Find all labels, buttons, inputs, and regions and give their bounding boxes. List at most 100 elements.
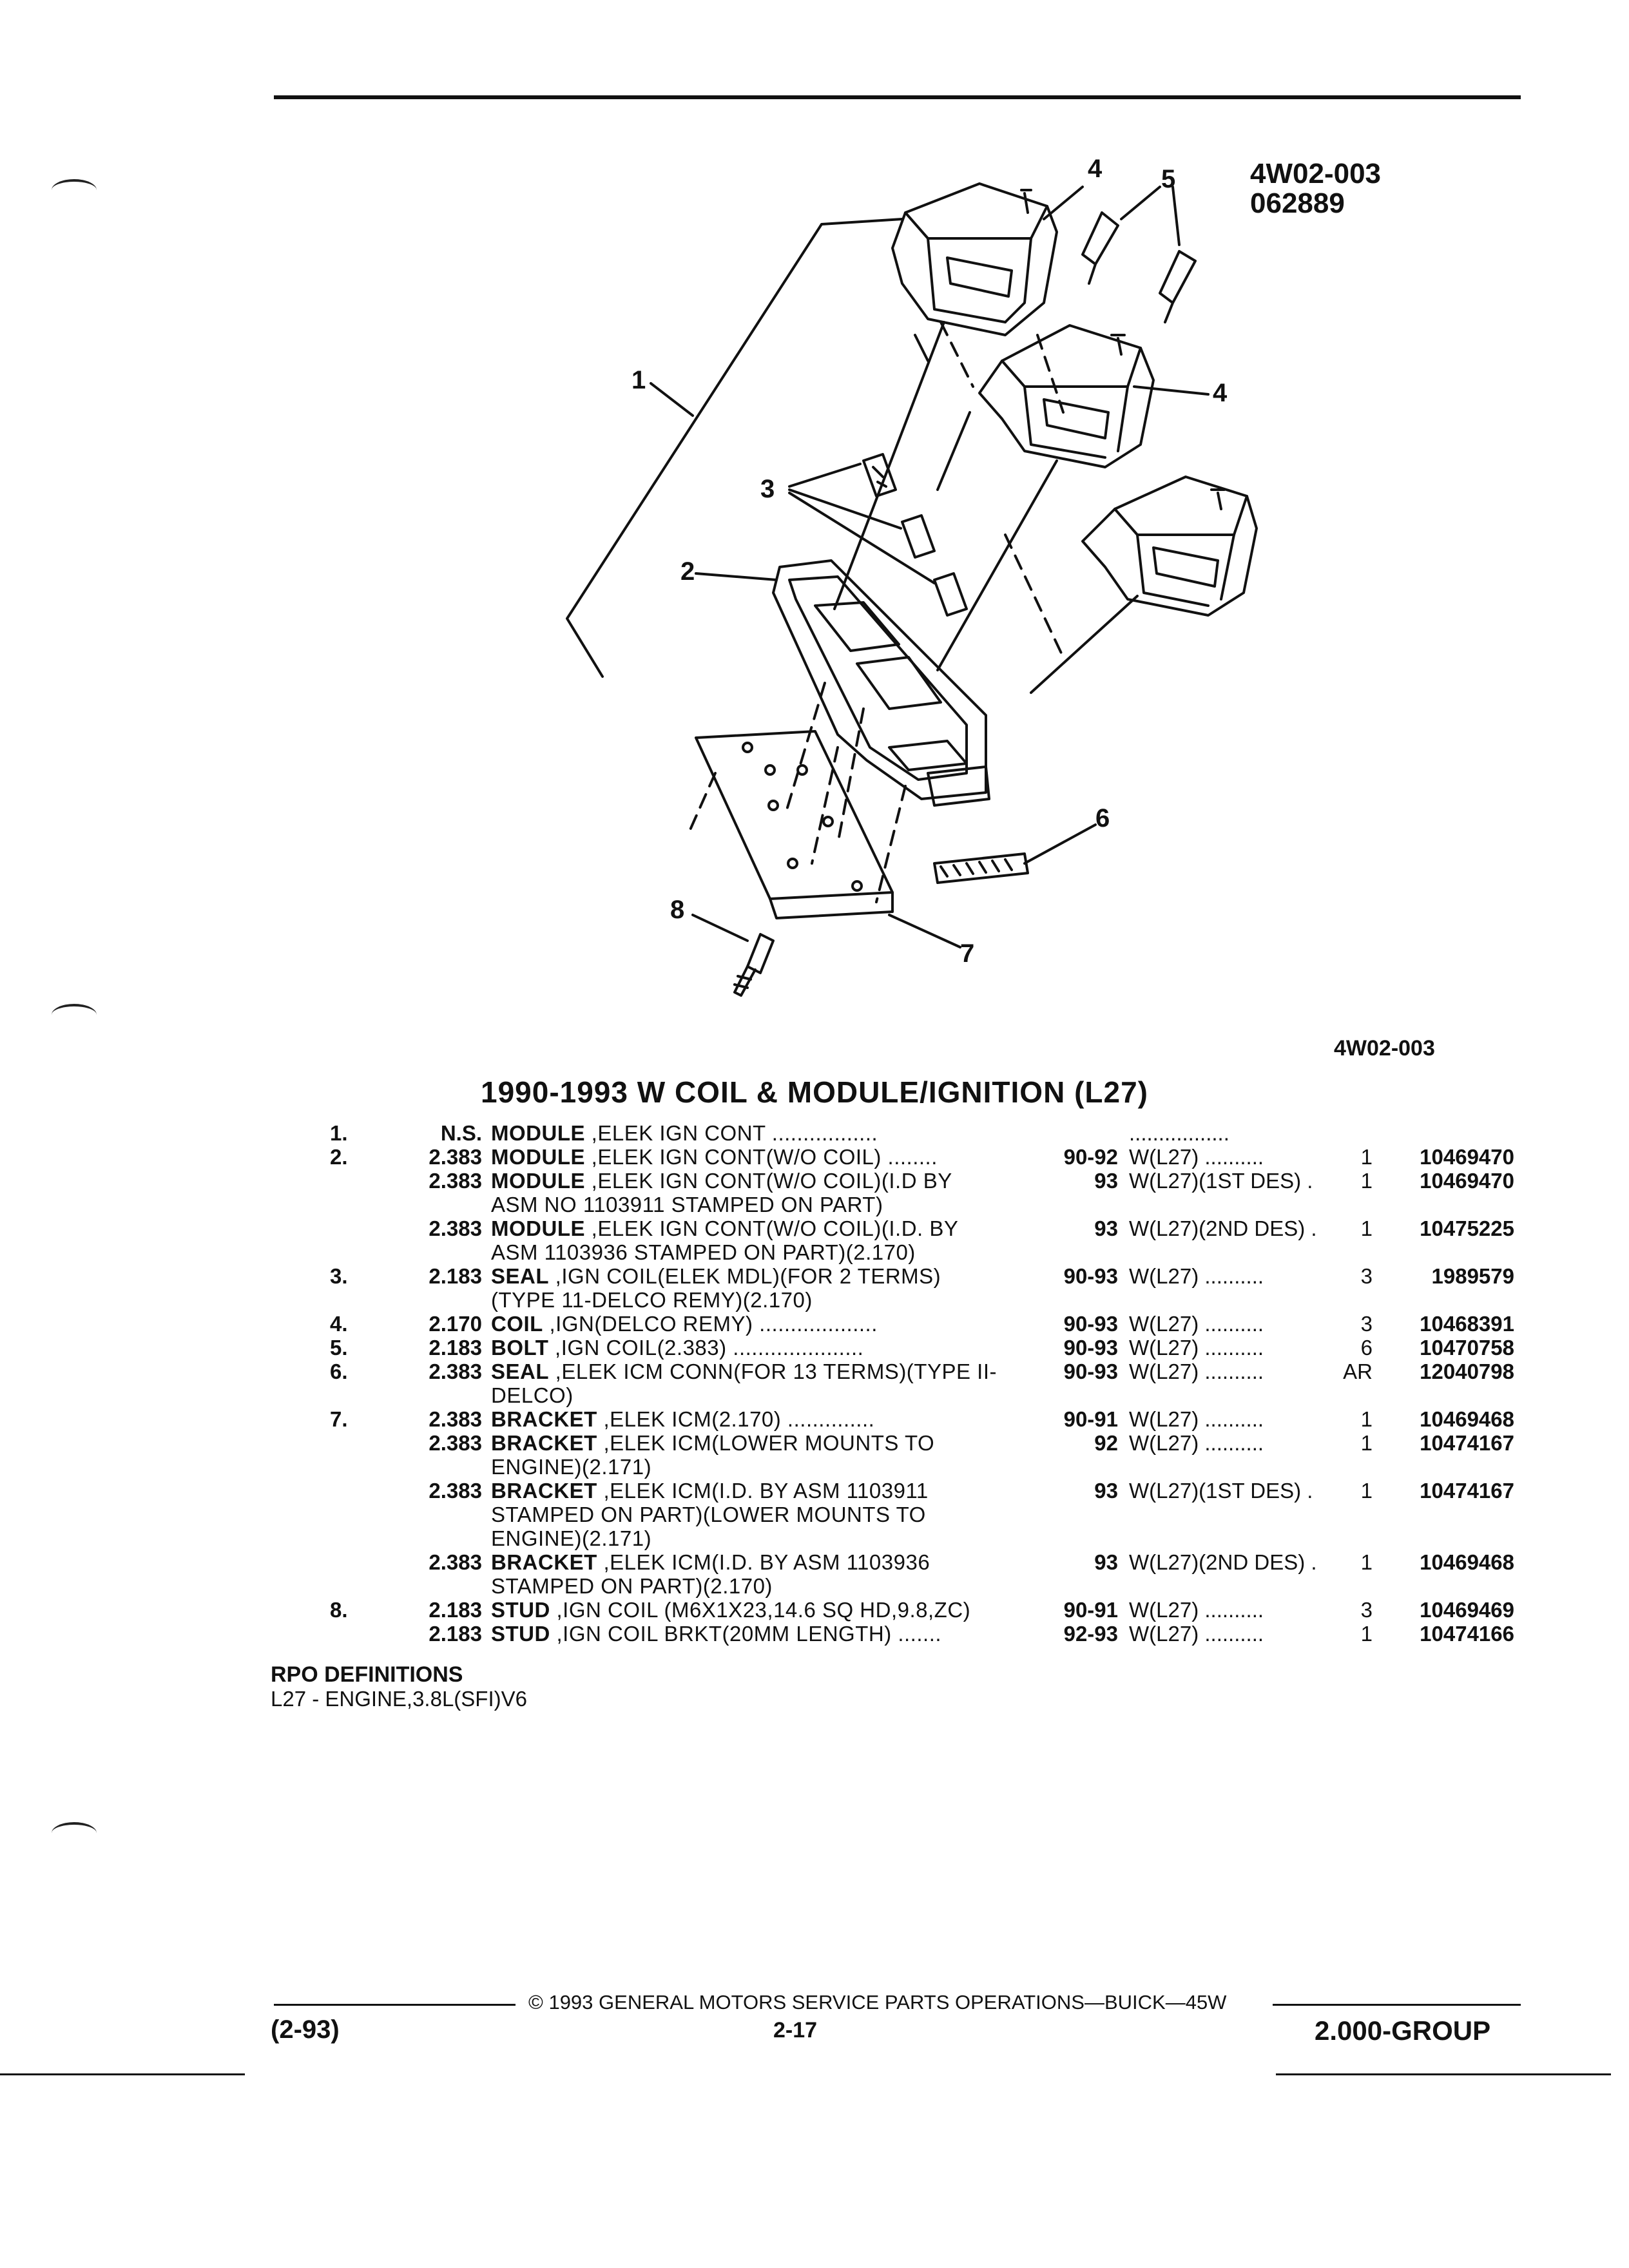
quantity: 1: [1360, 1431, 1373, 1455]
part-description: STUD ,IGN COIL (M6X1X23,14.6 SQ HD,9.8,Z…: [491, 1598, 1019, 1622]
part-name: MODULE: [491, 1145, 585, 1169]
model-years: 90-93: [1063, 1264, 1118, 1288]
model-years: 93: [1094, 1169, 1118, 1193]
part-description-text: ,ELEK IGN CONT(W/O COIL)(I.D BY: [585, 1169, 952, 1193]
gm-part-number: 10468391: [1420, 1312, 1514, 1336]
bottom-rule: [1276, 2073, 1611, 2075]
parts-row: 7. 2.383 BRACKET ,ELEK ICM(2.170) ........…: [271, 1407, 1534, 1431]
part-name: BRACKET: [491, 1550, 597, 1574]
usage-code: W(L27)(1ST DES) .: [1129, 1169, 1313, 1193]
part-number-index: 8.: [330, 1598, 348, 1622]
part-description: BRACKET ,ELEK ICM(2.170) ..............: [491, 1407, 1019, 1431]
part-description-text: ,IGN COIL(ELEK MDL)(FOR 2 TERMS): [549, 1264, 941, 1288]
part-name: SEAL: [491, 1264, 550, 1288]
parts-row: 1.N.S.MODULE ,ELEK IGN CONT ............…: [271, 1121, 1534, 1145]
part-number-index: 5.: [330, 1336, 348, 1360]
quantity: 6: [1360, 1336, 1373, 1360]
gm-part-number: 12040798: [1420, 1360, 1514, 1383]
alignment-line: [940, 321, 1065, 414]
part-description-text: ,IGN(DELCO REMY) ...................: [543, 1312, 878, 1336]
part-number-index: 4.: [330, 1312, 348, 1336]
stud-part: [733, 933, 775, 997]
callout-label: 5: [1161, 165, 1176, 193]
part-name: COIL: [491, 1312, 543, 1336]
model-years: 92: [1094, 1431, 1118, 1455]
connector-seal-part: [933, 852, 1029, 884]
parts-row: 2.183 STUD ,IGN COIL BRKT(20MM LENGTH) ..…: [271, 1622, 1534, 1646]
gm-part-number: 10469468: [1420, 1407, 1514, 1431]
model-years: 90-93: [1063, 1360, 1118, 1383]
part-description: SEAL ,ELEK ICM CONN(FOR 13 TERMS)(TYPE I…: [491, 1360, 1019, 1407]
footer-revision: (2-93): [271, 2015, 340, 2044]
part-description-continued: ENGINE)(2.171): [491, 1526, 652, 1550]
part-name: BRACKET: [491, 1479, 597, 1503]
gm-part-number: 10474167: [1420, 1431, 1514, 1455]
figure-date-code: 062889: [1250, 187, 1345, 219]
group-number: 2.383: [429, 1360, 482, 1383]
part-description: STUD ,IGN COIL BRKT(20MM LENGTH) .......: [491, 1622, 1019, 1646]
coil-part: [891, 182, 1058, 362]
part-description-text: ,ELEK ICM(LOWER MOUNTS TO: [597, 1431, 935, 1455]
alignment-line: [785, 682, 865, 845]
footer-page-number: 2-17: [773, 2018, 818, 2042]
callout-3-leader: [788, 463, 936, 584]
usage-code: W(L27) ..........: [1129, 1622, 1264, 1646]
gm-part-number: 10469468: [1420, 1550, 1514, 1574]
coil-part: [1081, 476, 1258, 617]
part-number-index: 2.: [330, 1145, 348, 1169]
alignment-line: [688, 772, 717, 832]
group-number: 2.183: [429, 1622, 482, 1646]
usage-code: W(L27) ..........: [1129, 1431, 1264, 1455]
part-description-continued: ENGINE)(2.171): [491, 1455, 652, 1479]
part-description: MODULE ,ELEK IGN CONT(W/O COIL) ........: [491, 1145, 1019, 1169]
part-description-text: ,IGN COIL(2.383) .....................: [548, 1336, 864, 1360]
part-number-index: 7.: [330, 1407, 348, 1431]
model-years: 93: [1094, 1479, 1118, 1503]
group-number: 2.183: [429, 1264, 482, 1288]
parts-list: 1.N.S.MODULE ,ELEK IGN CONT ............…: [271, 1121, 1534, 1646]
seal-part: [933, 572, 968, 617]
model-years: 90-93: [1063, 1312, 1118, 1336]
part-description: BOLT ,IGN COIL(2.383) ..................…: [491, 1336, 1019, 1360]
footer-copyright: © 1993 GENERAL MOTORS SERVICE PARTS OPER…: [528, 1991, 1227, 2013]
footer-group: 2.000-GROUP: [1315, 2015, 1491, 2046]
section-title: 1990-1993 W COIL & MODULE/IGNITION (L27): [480, 1075, 1148, 1109]
usage-code: W(L27)(2ND DES) .: [1129, 1550, 1317, 1574]
part-description-text: ,ELEK IGN CONT(W/O COIL)(I.D. BY: [585, 1216, 959, 1240]
callout-4-leader: [1133, 385, 1210, 396]
part-description-continued: STAMPED ON PART)(2.170): [491, 1574, 773, 1598]
figure-code: 4W02-003: [1250, 158, 1382, 189]
footer-rule-left: [274, 2004, 516, 2006]
gm-part-number: 10469469: [1420, 1598, 1514, 1622]
callout-1-bracket: [566, 218, 903, 678]
model-years: 92-93: [1063, 1622, 1118, 1646]
quantity: 1: [1360, 1479, 1373, 1503]
quantity: AR: [1343, 1360, 1373, 1383]
usage-code: .................: [1129, 1121, 1229, 1145]
group-number: 2.183: [429, 1598, 482, 1622]
group-number: 2.383: [429, 1407, 482, 1431]
bottom-rule: [0, 2073, 245, 2075]
usage-code: W(L27)(1ST DES) .: [1129, 1479, 1313, 1503]
callout-label: 6: [1095, 804, 1110, 832]
rpo-heading: RPO DEFINITIONS: [271, 1662, 463, 1687]
part-name: MODULE: [491, 1216, 585, 1240]
gm-part-number: 10469470: [1420, 1145, 1514, 1169]
part-description-text: ,ELEK ICM(2.170) ..............: [597, 1407, 875, 1431]
quantity: 1: [1360, 1145, 1373, 1169]
model-years: 90-91: [1063, 1598, 1118, 1622]
usage-code: W(L27) ..........: [1129, 1264, 1264, 1288]
footer-rule-right: [1273, 2004, 1521, 2006]
margin-mark: [52, 1004, 97, 1026]
callout-label: 3: [760, 475, 775, 503]
